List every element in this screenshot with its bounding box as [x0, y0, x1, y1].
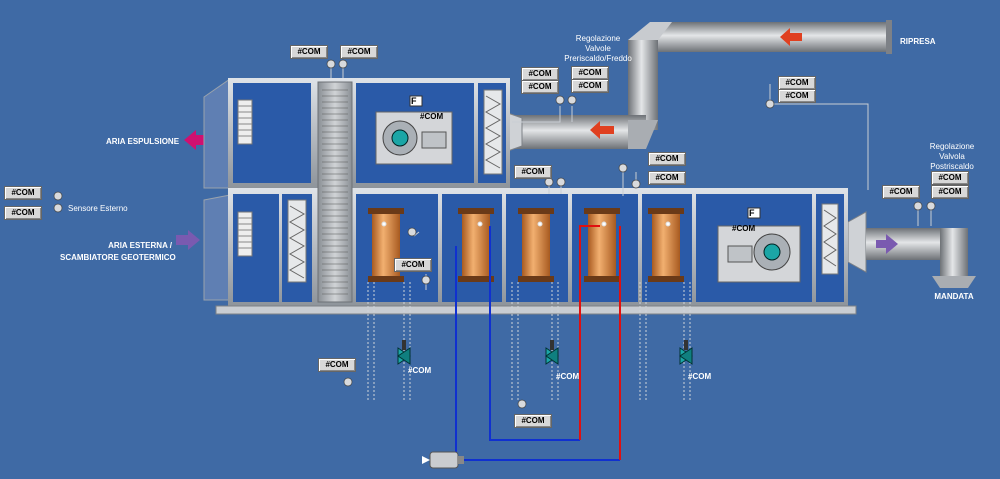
bag-filter-1	[287, 199, 307, 283]
valve-1-value: #COM	[408, 366, 432, 375]
bag-filter-3	[821, 203, 839, 275]
com-display-ext-1[interactable]: #COM	[4, 186, 42, 200]
com-display-post-2[interactable]: #COM	[931, 171, 969, 185]
outside-air-arrow	[176, 230, 200, 250]
exhaust-fan-mode: F	[411, 96, 417, 106]
preheat-regulation-label-3: Preriscaldo/Freddo	[564, 54, 632, 63]
valve-2-body	[545, 340, 559, 365]
preheat-regulation-label-2: Valvole	[585, 44, 611, 53]
geothermal-pump	[422, 451, 464, 469]
supply-fan-mode: F	[749, 208, 755, 218]
com-display-valve1-out[interactable]: #COM	[318, 358, 356, 372]
coil-probes	[381, 221, 671, 227]
return-air-label: RIPRESA	[900, 37, 936, 46]
exhaust-fan	[375, 95, 453, 165]
postheat-regulation-label-1: Regolazione	[929, 142, 975, 151]
com-display-post-1[interactable]: #COM	[882, 185, 920, 199]
com-display-pre-4[interactable]: #COM	[571, 79, 609, 93]
coil-4	[584, 208, 620, 282]
supply-flow-arrow	[876, 234, 898, 254]
com-display-mid-2[interactable]: #COM	[648, 152, 686, 166]
filter-exhaust	[237, 99, 253, 145]
com-display-pre-3[interactable]: #COM	[521, 80, 559, 94]
com-display-mid-1[interactable]: #COM	[514, 165, 552, 179]
coil-cooling	[518, 208, 554, 282]
bag-filter-2	[483, 89, 503, 175]
valve-2-value: #COM	[556, 372, 580, 381]
com-display-return-2[interactable]: #COM	[778, 89, 816, 103]
com-display-mid-3[interactable]: #COM	[648, 171, 686, 185]
exhaust-air-label: ARIA ESPULSIONE	[106, 137, 180, 146]
return-flow-arrow-2	[590, 121, 614, 139]
com-display-coil1-temp[interactable]: #COM	[394, 258, 432, 272]
valve-3-body	[679, 340, 693, 365]
return-flow-arrow-1	[780, 28, 802, 46]
outdoor-sensor-label: Sensore Esterno	[68, 204, 128, 213]
valve-3-value: #COM	[688, 372, 712, 381]
com-display-valve2-out[interactable]: #COM	[514, 414, 552, 428]
postheat-regulation-label-3: Postriscaldo	[930, 162, 974, 171]
heat-recovery-fins	[322, 89, 348, 295]
com-display-top-1[interactable]: #COM	[290, 45, 328, 59]
exhaust-fan-tag: #COM	[420, 112, 444, 121]
filter-outside	[237, 211, 253, 257]
exhaust-flow-arrow	[184, 130, 208, 150]
supply-fan-tag: #COM	[732, 224, 756, 233]
com-display-pre-2[interactable]: #COM	[571, 66, 609, 80]
com-display-pre-1[interactable]: #COM	[521, 67, 559, 81]
com-display-ext-2[interactable]: #COM	[4, 206, 42, 220]
com-display-return-1[interactable]: #COM	[778, 76, 816, 90]
com-display-top-2[interactable]: #COM	[340, 45, 378, 59]
preheat-regulation-label-1: Regolazione	[575, 34, 621, 43]
coil-postheat	[648, 208, 684, 282]
temperature-sensors	[53, 59, 936, 409]
com-display-post-3[interactable]: #COM	[931, 185, 969, 199]
outside-air-label-line2: SCAMBIATORE GEOTERMICO	[60, 253, 176, 262]
valve-1-body	[397, 340, 411, 365]
supply-air-label: MANDATA	[934, 292, 974, 301]
coil-2	[458, 208, 494, 282]
outside-air-label-line1: ARIA ESTERNA /	[108, 241, 172, 250]
supply-fan	[717, 207, 801, 283]
supply-duct	[847, 211, 976, 288]
postheat-regulation-label-2: Valvola	[939, 152, 965, 161]
